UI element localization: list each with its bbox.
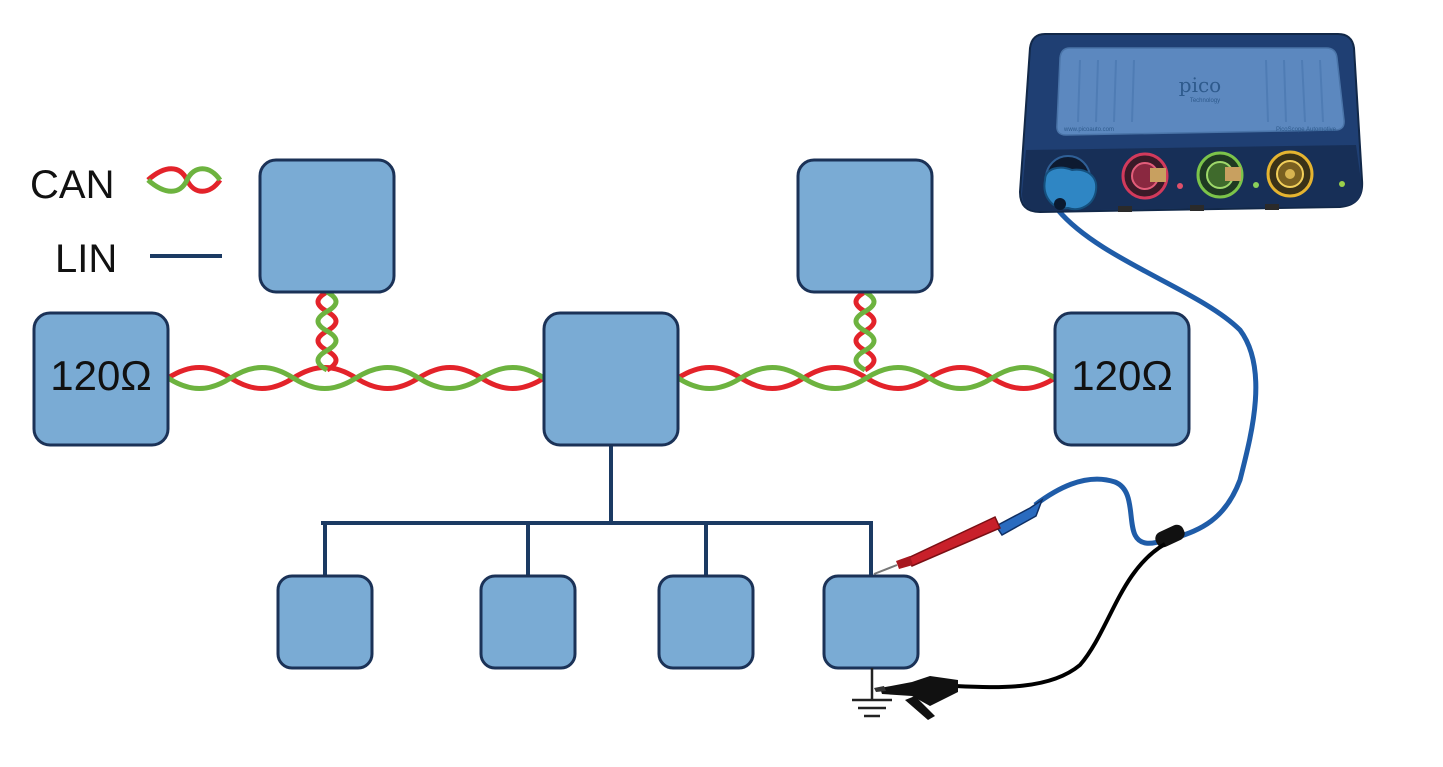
ground-lead xyxy=(954,542,1167,690)
legend-lin-label: LIN xyxy=(55,237,117,281)
legend: CAN LIN xyxy=(30,163,223,281)
can-bus xyxy=(166,289,1057,391)
can-stub-left-can-low xyxy=(315,289,339,373)
terminator-left-label: 120Ω xyxy=(50,352,151,399)
probe-cable xyxy=(1033,208,1259,548)
terminator-right-label: 120Ω xyxy=(1071,352,1172,399)
can-segment-left-can-low xyxy=(166,365,546,391)
scope-url: www.picoauto.com xyxy=(1063,127,1114,133)
lin-node-1 xyxy=(276,574,374,670)
gateway-node xyxy=(542,311,680,447)
lin-node-4 xyxy=(822,574,920,670)
scope-model: PicoScope Automotive xyxy=(1276,127,1337,133)
can-segment-right-can-low xyxy=(676,365,1057,391)
lin-bus xyxy=(321,443,873,580)
lin-node-3 xyxy=(657,574,755,670)
channel-a-connector[interactable] xyxy=(1043,155,1098,210)
channel-c-led xyxy=(1253,182,1259,188)
lin-node-2 xyxy=(479,574,577,670)
probe-icon xyxy=(873,498,1044,575)
can-node-top-left xyxy=(258,158,396,294)
legend-can-symbol xyxy=(146,166,223,194)
terminator-right: 120Ω xyxy=(1053,311,1191,447)
ground-icon xyxy=(852,668,892,718)
channel-b-led xyxy=(1177,183,1183,189)
ground-clip-icon xyxy=(874,676,958,720)
channel-d-led xyxy=(1339,181,1345,187)
picoscope-device: pico Technology www.picoauto.com PicoSco… xyxy=(1018,33,1364,214)
legend-can-label: CAN xyxy=(30,163,114,207)
scope-brand-sub: Technology xyxy=(1190,98,1220,104)
can-stub-right-can-low xyxy=(853,289,877,373)
channel-c-connector[interactable] xyxy=(1196,151,1244,199)
terminator-left: 120Ω xyxy=(32,311,170,447)
scope-brand: pico xyxy=(1179,73,1221,97)
can-node-top-right xyxy=(796,158,934,294)
channel-b-connector[interactable] xyxy=(1121,152,1169,200)
channel-d-connector[interactable] xyxy=(1266,150,1314,198)
